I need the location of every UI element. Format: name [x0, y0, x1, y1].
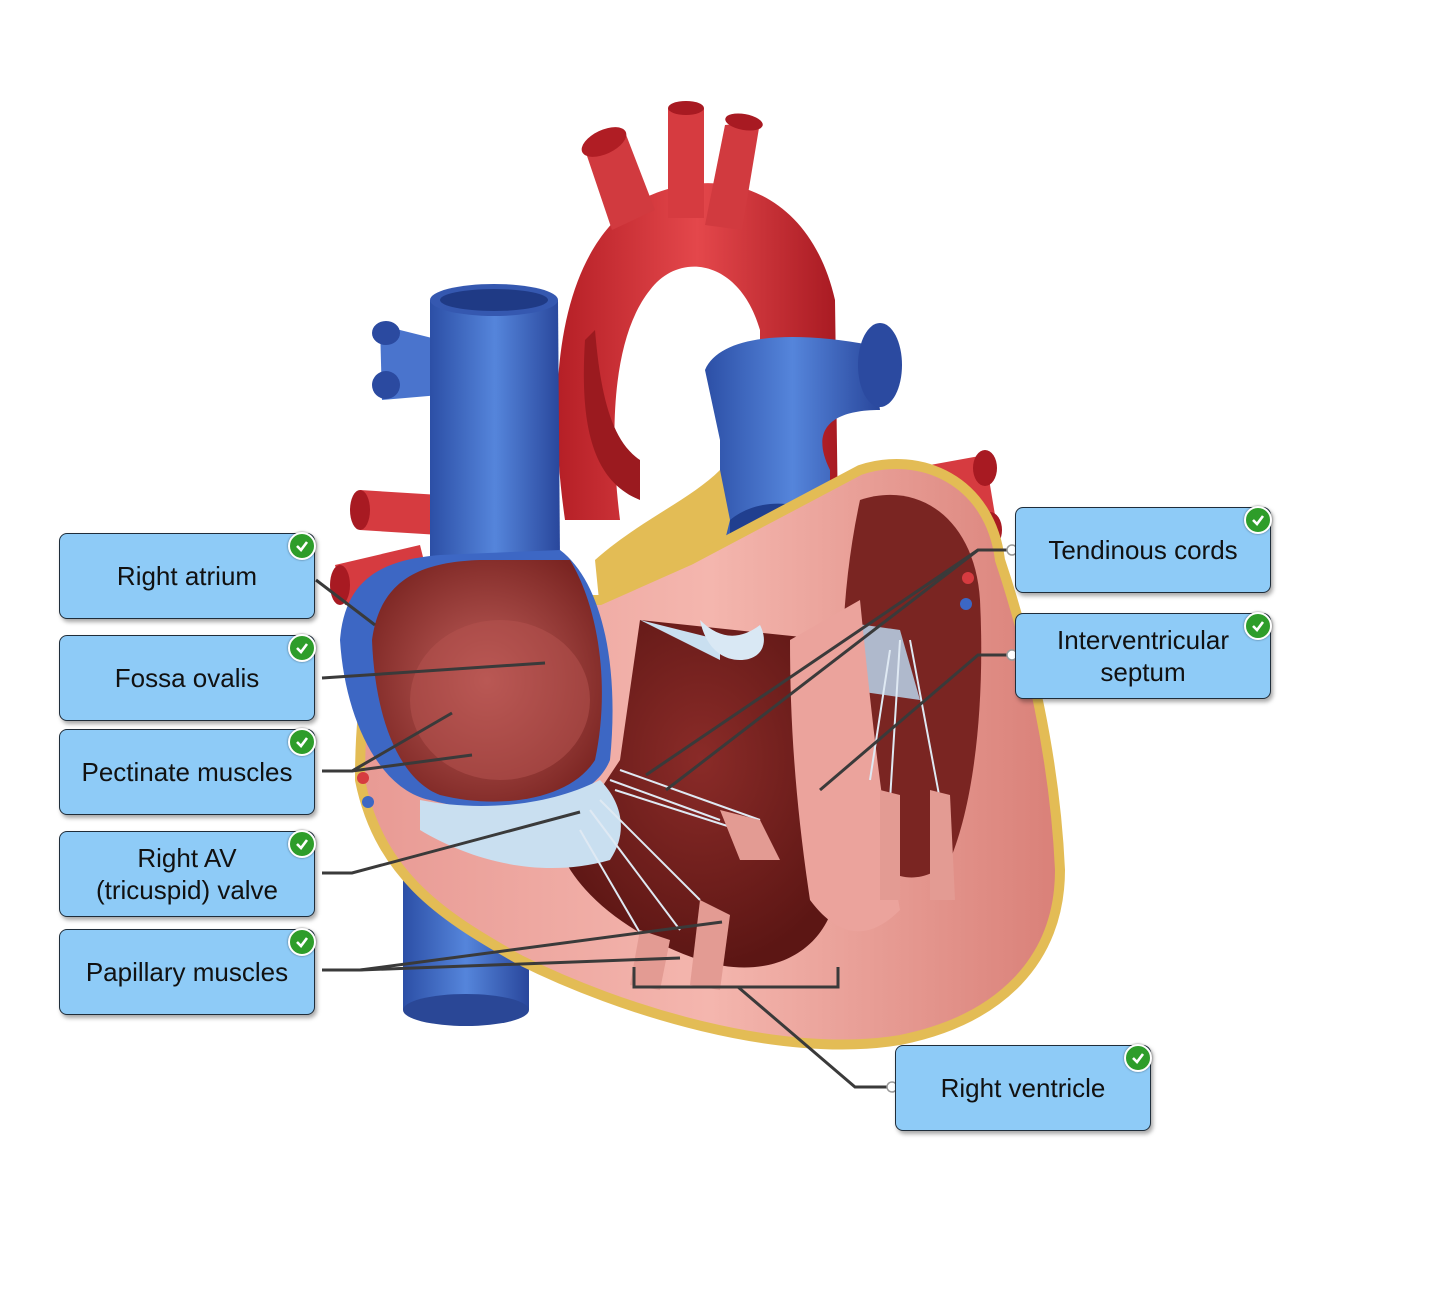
- epicardial-fat: [595, 470, 730, 610]
- label-text: Tendinous cords: [1048, 535, 1238, 565]
- superior-vena-cava: [430, 284, 560, 560]
- label-text: Right ventricle: [940, 1073, 1106, 1103]
- check-icon: [288, 634, 316, 662]
- check-icon: [288, 928, 316, 956]
- pulmonary-veins-left: [372, 321, 440, 400]
- label-fossa-ovalis[interactable]: Fossa ovalis: [59, 634, 316, 721]
- check-icon: [288, 830, 316, 858]
- leader-lines: [315, 548, 1008, 1089]
- label-right-ventricle[interactable]: Right ventricle: [895, 1044, 1152, 1131]
- label-interventricular-septum[interactable]: Interventricular septum: [1015, 612, 1272, 699]
- label-tendinous-cords[interactable]: Tendinous cords: [1015, 506, 1272, 593]
- label-right-av-valve[interactable]: Right AV (tricuspid) valve: [59, 830, 316, 917]
- chordae-tendineae: [579, 639, 941, 951]
- septum: [790, 600, 900, 932]
- label-pectinate-muscles[interactable]: Pectinate muscles: [59, 728, 316, 815]
- right-ventricle-cavity: [560, 620, 842, 968]
- check-icon: [1244, 506, 1272, 534]
- label-right-atrium[interactable]: Right atrium: [59, 532, 316, 619]
- label-text: Papillary muscles: [85, 957, 289, 987]
- label-text: Fossa ovalis: [114, 663, 260, 693]
- coronary-vessels: [357, 572, 974, 808]
- right-atrium-chamber: [340, 550, 613, 810]
- check-icon: [288, 532, 316, 560]
- check-icon: [1124, 1044, 1152, 1072]
- label-text: Interventricular septum: [1057, 625, 1229, 687]
- label-text: Right AV (tricuspid) valve: [95, 843, 279, 905]
- label-text: Right atrium: [116, 561, 258, 591]
- check-icon: [1244, 612, 1272, 640]
- leader-endpoints: [886, 544, 1018, 1093]
- label-text: Pectinate muscles: [81, 757, 293, 787]
- tricuspid-valve: [420, 620, 764, 869]
- label-papillary-muscles[interactable]: Papillary muscles: [59, 928, 316, 1015]
- check-icon: [288, 728, 316, 756]
